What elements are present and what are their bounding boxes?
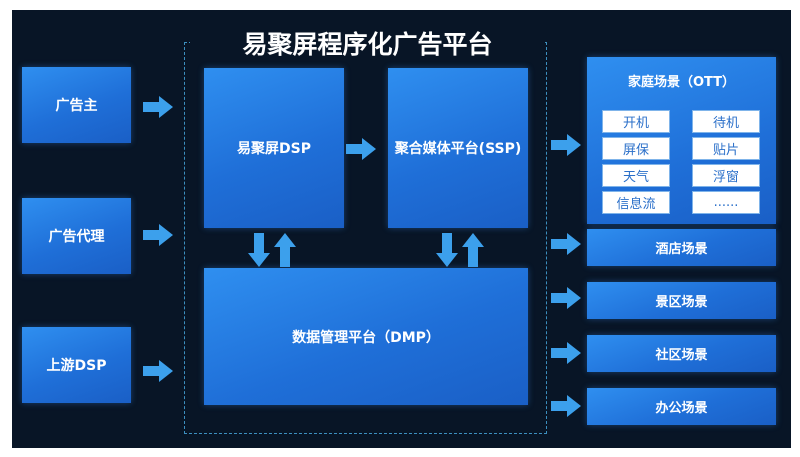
diagram-title: 易聚屏程序化广告平台 [190, 26, 545, 60]
scene-item-chip: 贴片 [692, 137, 760, 160]
source-upstream-dsp-label: 上游DSP [46, 358, 107, 374]
bidirectional-arrow-icon [436, 233, 484, 267]
scene-community-box: 社区场景 [587, 335, 776, 372]
dsp-box: 易聚屏DSP [204, 68, 344, 228]
scene-office-box: 办公场景 [587, 388, 776, 425]
scene-item-chip: 待机 [692, 110, 760, 133]
scene-item-chip: 浮窗 [692, 164, 760, 187]
home-scene-title: 家庭场景（OTT） [627, 75, 736, 90]
scene-item-chip: 屏保 [602, 137, 670, 160]
source-agency-box: 广告代理 [22, 198, 131, 274]
dmp-box: 数据管理平台（DMP） [204, 268, 528, 405]
arrow-right-icon [143, 360, 173, 382]
dsp-label: 易聚屏DSP [237, 141, 311, 157]
source-advertiser-label: 广告主 [55, 98, 98, 114]
source-upstream-dsp-box: 上游DSP [22, 327, 131, 403]
source-agency-label: 广告代理 [48, 229, 105, 245]
scene-scenic-box: 景区场景 [587, 282, 776, 319]
arrow-right-icon [143, 96, 173, 118]
arrow-right-icon [551, 342, 581, 364]
scene-community-label: 社区场景 [655, 348, 708, 363]
scene-hotel-box: 酒店场景 [587, 229, 776, 266]
scene-item-chip: 信息流 [602, 191, 670, 214]
bidirectional-arrow-icon [248, 233, 296, 267]
scene-scenic-label: 景区场景 [655, 295, 708, 310]
scene-item-chip: 天气 [602, 164, 670, 187]
scene-hotel-label: 酒店场景 [655, 242, 708, 257]
dmp-label: 数据管理平台（DMP） [292, 329, 440, 346]
scene-item-chip: 开机 [602, 110, 670, 133]
scene-office-label: 办公场景 [655, 401, 708, 416]
arrow-right-icon [551, 395, 581, 417]
ssp-box: 聚合媒体平台(SSP) [388, 68, 528, 228]
source-advertiser-box: 广告主 [22, 67, 131, 143]
home-scene-panel: 家庭场景（OTT） 开机 待机 屏保 贴片 天气 浮窗 信息流 ...... [587, 57, 776, 224]
arrow-right-icon [346, 138, 376, 160]
arrow-right-icon [551, 287, 581, 309]
arrow-right-icon [143, 224, 173, 246]
arrow-right-icon [551, 134, 581, 156]
ssp-label: 聚合媒体平台(SSP) [394, 141, 522, 157]
diagram-canvas: 易聚屏程序化广告平台 广告主 广告代理 上游DSP 易聚屏DSP 聚合媒体平台(… [12, 10, 791, 448]
scene-item-chip: ...... [692, 191, 760, 214]
arrow-right-icon [551, 233, 581, 255]
